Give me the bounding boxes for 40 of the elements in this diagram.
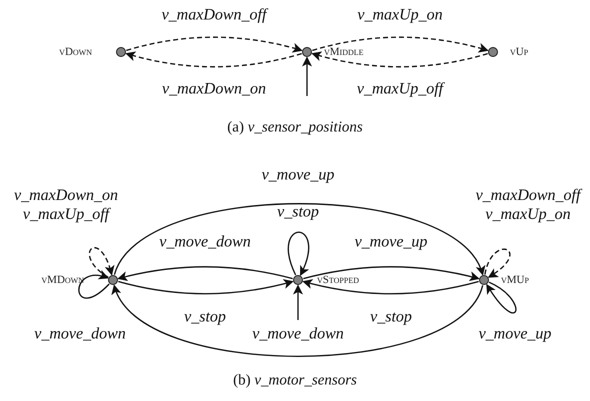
edge-label: v_move_up: [354, 232, 428, 252]
transition-arrow: [126, 36, 303, 53]
transition-arrow: [303, 266, 480, 282]
edge-label: v_maxUp_on: [357, 6, 443, 24]
transition-arrow: [118, 278, 294, 294]
subfigure-caption: (a) v_sensor_positions: [227, 120, 363, 136]
edge-label: v_stop: [370, 308, 412, 326]
edge-label: v_move_up: [262, 166, 334, 184]
subfigure-caption: (b) v_motor_sensors: [233, 372, 357, 390]
edge-label: v_maxDown_on v_maxUp_off: [13, 186, 119, 224]
edge-label: v_move_up: [478, 324, 552, 344]
transition-arrow: [125, 51, 302, 68]
edge-label: v_maxDown_off: [162, 6, 266, 24]
transition-arrow: [302, 278, 479, 294]
self-loop-arrow: [486, 282, 516, 314]
state-name: vMDown: [41, 274, 84, 286]
edge-label: v_maxUp_off: [356, 80, 444, 98]
state-name: vStopped: [317, 274, 359, 286]
self-loop-arrow: [288, 232, 310, 276]
transition-arrow: [293, 284, 303, 320]
edge-label: v_move_down: [159, 232, 251, 252]
edge-label: v_maxDown_off v_maxUp_on: [474, 186, 584, 224]
edge-label: v_move_down: [34, 324, 126, 344]
state-name: vUp: [510, 46, 528, 58]
transition-arrow: [114, 203, 484, 276]
self-loop-arrow: [88, 247, 114, 278]
transition-arrow: [117, 266, 293, 282]
edge-label: v_stop: [277, 202, 319, 222]
state-name: vMiddle: [324, 46, 364, 58]
edge-label: v_maxDown_on: [162, 80, 266, 98]
state-name: vMUp: [501, 274, 529, 286]
edge-label: v_stop: [184, 308, 226, 326]
transition-arrow: [312, 36, 489, 53]
transition-arrow: [302, 56, 312, 96]
self-loop-arrow: [78, 270, 110, 299]
self-loop-arrow: [484, 248, 510, 278]
transition-arrow: [114, 284, 484, 357]
state-name: vDown: [59, 46, 92, 58]
edge-label: v_move_down: [252, 324, 344, 344]
transition-arrow: [311, 51, 488, 68]
